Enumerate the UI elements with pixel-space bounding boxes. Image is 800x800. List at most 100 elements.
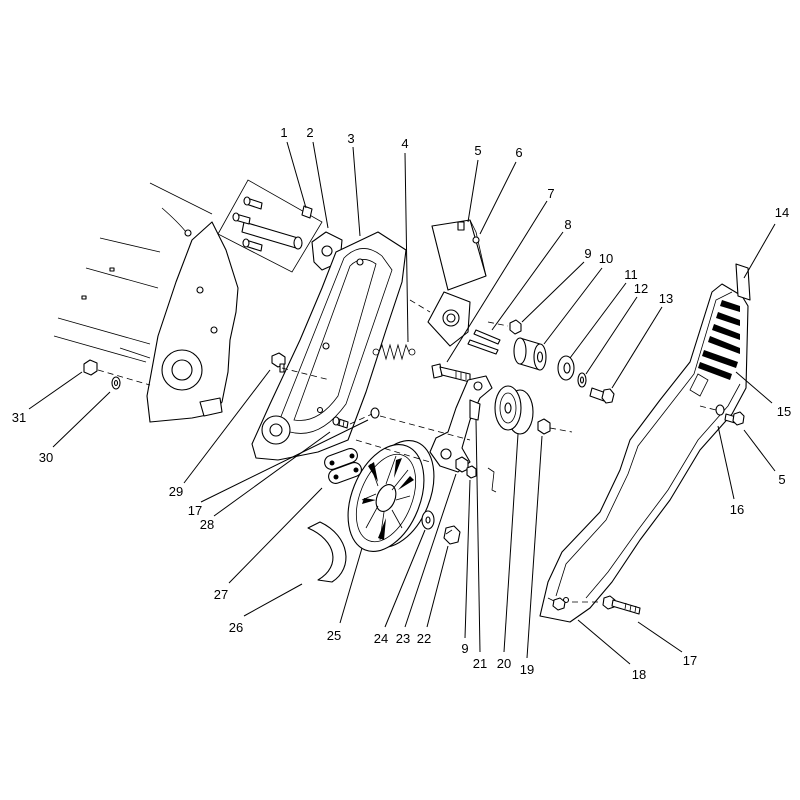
callout-11: 11 — [624, 267, 638, 282]
leader-17-left — [200, 419, 369, 503]
cover-vent — [720, 300, 740, 312]
callout-20: 20 — [497, 656, 511, 671]
callout-4: 4 — [401, 136, 408, 151]
chain-link-pin — [329, 460, 335, 466]
callout-9-bottom: 9 — [461, 641, 468, 656]
leader-15 — [735, 371, 773, 404]
chassis-cable-end — [184, 229, 192, 237]
pulley-bolt — [443, 525, 461, 545]
idler-nut — [537, 418, 551, 435]
callout-13: 13 — [659, 291, 673, 306]
plate-bolt — [332, 416, 349, 429]
idler-arm-pivot — [473, 381, 483, 391]
cover-vent-panel — [689, 373, 709, 397]
spring-coil — [378, 343, 410, 361]
chain-link — [324, 448, 362, 484]
idler-arm-hole — [440, 448, 452, 460]
tension-spring — [372, 343, 416, 361]
idler-pulley-bore — [504, 402, 512, 414]
idler-pulley-groove — [499, 392, 517, 424]
callout-23: 23 — [396, 631, 410, 646]
callout-3: 3 — [347, 131, 354, 146]
cover-bolt-small-shank — [547, 597, 555, 602]
arm-nut-small — [466, 465, 477, 479]
pivot-bolt-head — [431, 363, 443, 379]
leader-16 — [717, 425, 735, 500]
drive-shaft-end — [293, 236, 303, 250]
leader-19 — [526, 435, 543, 659]
idler-arm-rod — [487, 467, 497, 493]
leader-29 — [183, 369, 271, 484]
chassis-top-edge — [149, 182, 213, 215]
chassis-mark — [109, 267, 115, 272]
shaft-mount-panel — [217, 179, 323, 273]
callout-5-right: 5 — [778, 472, 785, 487]
callout-24: 24 — [374, 631, 388, 646]
callout-31: 31 — [12, 410, 26, 425]
pivot-bolt — [431, 363, 471, 383]
cover-vent — [698, 362, 732, 380]
callout-2: 2 — [306, 125, 313, 140]
spacer-front — [513, 337, 527, 365]
housing-hole — [316, 406, 324, 414]
axis-line — [281, 367, 331, 381]
chassis-line-5 — [119, 347, 151, 359]
housing-hub-inner — [269, 423, 283, 437]
inner-belt-housing — [251, 231, 407, 461]
leader-25 — [339, 547, 363, 624]
cover-bolt-small-head — [552, 597, 566, 611]
washer-inner — [563, 362, 571, 374]
pulley-bolt-head — [443, 525, 461, 545]
upper-bracket-hole — [472, 236, 480, 244]
callout-6: 6 — [515, 145, 522, 160]
pulley-bolt-shank — [445, 529, 453, 535]
axis-line — [379, 415, 471, 441]
callout-5-top: 5 — [474, 143, 481, 158]
cover-washer — [715, 404, 725, 416]
leader-1 — [286, 141, 307, 209]
side-plate-hole — [210, 326, 218, 334]
leader-23 — [404, 473, 457, 628]
axis-line — [699, 405, 717, 411]
plate-bolt-head — [332, 416, 340, 426]
leader-18 — [577, 619, 631, 665]
spacer-bore — [536, 351, 544, 363]
cover-bolt-long-thread — [624, 602, 637, 613]
leader-13 — [611, 306, 663, 389]
shoulder-bolt — [589, 387, 615, 404]
callout-26: 26 — [229, 620, 243, 635]
leader-17-right — [637, 621, 683, 653]
chassis-line-1 — [99, 237, 161, 253]
cover-bolt-upper — [724, 411, 745, 426]
callout-29: 29 — [169, 484, 183, 499]
upper-bracket — [431, 219, 487, 291]
callout-1: 1 — [280, 125, 287, 140]
leader-9-top — [521, 261, 585, 323]
callout-27: 27 — [214, 587, 228, 602]
leader-11 — [569, 282, 627, 359]
chain-link-pin — [333, 474, 339, 480]
axis-line — [549, 427, 573, 433]
side-plate-foot — [199, 397, 223, 417]
side-plate-hole — [196, 286, 204, 294]
leader-6 — [479, 161, 517, 235]
chain-link-pin — [349, 453, 355, 459]
cover-vent — [702, 350, 738, 368]
leader-7 — [446, 200, 548, 363]
leader-5-right — [743, 429, 776, 472]
callout-19: 19 — [520, 662, 534, 677]
idler-mount-bracket — [427, 291, 501, 355]
shaft-bolt-head — [243, 196, 251, 206]
cover-bolt-long — [602, 595, 641, 615]
cover-bolt-head — [732, 411, 745, 426]
callout-14: 14 — [775, 205, 789, 220]
plate-bolt-thread — [338, 419, 345, 428]
leader-14 — [743, 223, 776, 279]
leader-20 — [503, 433, 519, 653]
shaft-bolt-head — [232, 212, 240, 222]
side-plate-bearing-inner — [171, 359, 193, 381]
leader-26 — [243, 583, 303, 617]
callout-9-top: 9 — [584, 246, 591, 261]
leader-lines — [28, 141, 776, 665]
